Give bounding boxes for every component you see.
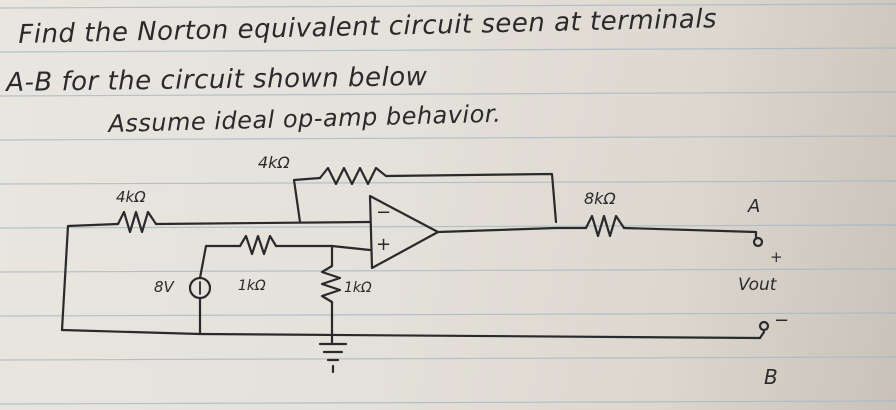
input-resistor-zigzag bbox=[116, 210, 158, 234]
shunt-resistor-zigzag bbox=[320, 264, 342, 304]
feedback-resistor-zigzag bbox=[318, 166, 388, 186]
source-top-wire bbox=[198, 244, 242, 280]
opamp-minus-sign: − bbox=[376, 202, 391, 223]
terminal-b-label: B bbox=[764, 365, 778, 389]
shunt-resistor-label: 1kΩ bbox=[344, 280, 372, 296]
terminal-a-label: A bbox=[747, 196, 760, 217]
source-voltage-label: 8V bbox=[154, 278, 176, 296]
opamp-triangle bbox=[368, 194, 440, 270]
terminal-b-node bbox=[758, 320, 770, 332]
terminal-b-minus: − bbox=[774, 310, 789, 331]
terminal-a-node bbox=[752, 236, 764, 248]
input-wire-left bbox=[60, 222, 120, 332]
output-resistor-zigzag bbox=[584, 214, 626, 238]
opamp-plus-sign: + bbox=[376, 234, 391, 255]
vout-label: Vout bbox=[738, 275, 778, 295]
feedback-wire bbox=[292, 172, 558, 224]
input-wire-to-minus bbox=[154, 220, 372, 226]
ground-symbol bbox=[318, 342, 348, 374]
output-resistor-label: 8kΩ bbox=[584, 189, 616, 208]
series-wire-to-plus bbox=[274, 244, 372, 252]
input-resistor-label: 4kΩ bbox=[116, 188, 146, 206]
feedback-resistor-label: 4kΩ bbox=[258, 153, 290, 172]
series-resistor-label: 1kΩ bbox=[238, 278, 266, 294]
bottom-return-wire bbox=[60, 328, 766, 340]
series-resistor-zigzag bbox=[238, 234, 278, 256]
output-wire-to-a bbox=[622, 226, 758, 240]
output-wire bbox=[436, 226, 588, 234]
terminal-a-plus: + bbox=[770, 248, 783, 266]
